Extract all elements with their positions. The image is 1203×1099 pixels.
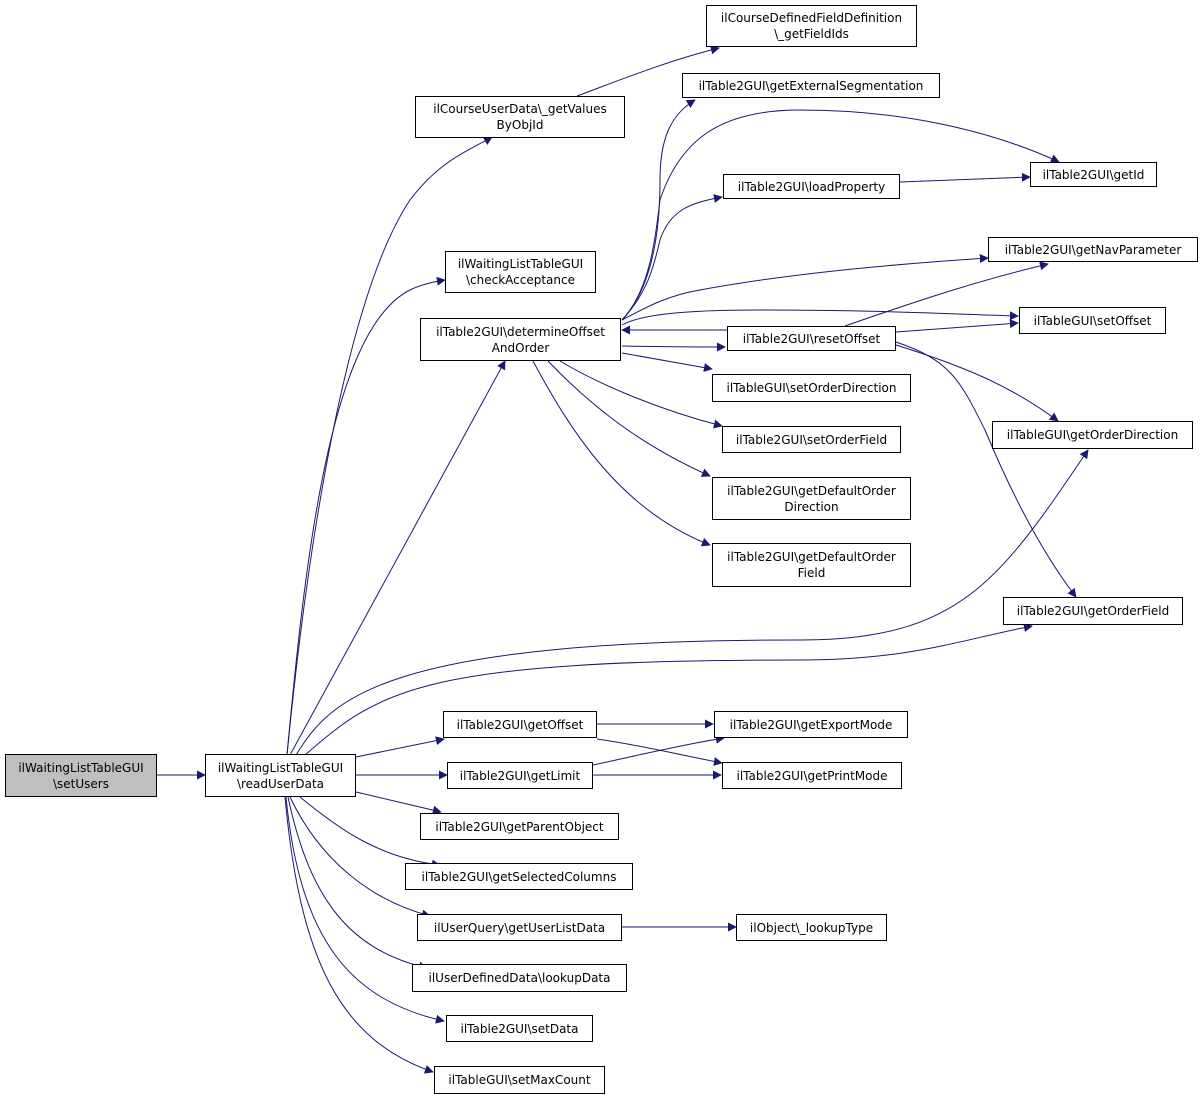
node-label-line: ilObject\_lookupType bbox=[749, 920, 874, 935]
node-label-line: ilWaitingListTableGUI bbox=[457, 257, 584, 271]
node-lookupType[interactable]: ilObject\_lookupType bbox=[736, 914, 887, 941]
node-getSelectedColumns[interactable]: ilTable2GUI\getSelectedColumns bbox=[405, 863, 633, 890]
node-label-line: \setUsers bbox=[53, 776, 109, 791]
node-label-line: \checkAcceptance bbox=[465, 273, 575, 287]
node-label-line: ilTable2GUI\getExternalSegmentation bbox=[698, 78, 924, 93]
edge-resetOffset-getNavParameter bbox=[844, 261, 1049, 327]
node-label-line: ilTable2GUI\getPrintMode bbox=[736, 768, 888, 783]
node-getExportMode[interactable]: ilTable2GUI\getExportMode bbox=[714, 711, 908, 738]
node-getFieldIds[interactable]: ilCourseDefinedFieldDefinition \_getFiel… bbox=[706, 5, 917, 47]
edge-determineOffsetAndOrder-setOffset bbox=[621, 309, 1019, 326]
edge-determineOffsetAndOrder-getNavParameter bbox=[621, 254, 989, 321]
edge-determineOffsetAndOrder-setOrderDirection bbox=[621, 352, 713, 373]
node-lookupData[interactable]: ilUserDefinedData\lookupData bbox=[412, 964, 627, 992]
node-label-line: ilCourseDefinedFieldDefinition bbox=[720, 11, 903, 25]
node-getExternalSegmentation[interactable]: ilTable2GUI\getExternalSegmentation bbox=[682, 73, 940, 98]
edge-readUserData-getParentObject bbox=[355, 791, 442, 815]
node-setUsers[interactable]: ilWaitingListTableGUI \setUsers bbox=[5, 754, 157, 797]
node-label-line: ilTableGUI\setMaxCount bbox=[448, 1073, 591, 1087]
node-getOffset[interactable]: ilTable2GUI\getOffset bbox=[443, 711, 597, 738]
node-label-line: ilUserQuery\getUserListData bbox=[433, 920, 606, 935]
edge-readUserData-setMaxCount bbox=[284, 796, 434, 1074]
node-getDefaultOrderDirection[interactable]: ilTable2GUI\getDefaultOrder Direction bbox=[712, 477, 911, 520]
edge-readUserData-getOrderDirection bbox=[295, 449, 1089, 756]
node-checkAcceptance[interactable]: ilWaitingListTableGUI \checkAcceptance bbox=[445, 251, 596, 293]
node-setOrderDirection[interactable]: ilTableGUI\setOrderDirection bbox=[712, 374, 911, 402]
node-getValuesByObjId[interactable]: ilCourseUserData\_getValues ByObjId bbox=[415, 96, 625, 138]
node-label-line: \_getFieldIds bbox=[774, 27, 849, 41]
node-label-line: ilTable2GUI\loadProperty bbox=[737, 179, 886, 194]
node-label-line: AndOrder bbox=[491, 340, 550, 355]
node-loadProperty[interactable]: ilTable2GUI\loadProperty bbox=[723, 174, 900, 199]
node-getId[interactable]: ilTable2GUI\getId bbox=[1030, 162, 1157, 187]
node-getDefaultOrderField[interactable]: ilTable2GUI\getDefaultOrder Field bbox=[712, 543, 911, 587]
edge-getLimit-getExportMode bbox=[592, 734, 725, 766]
node-getPrintMode[interactable]: ilTable2GUI\getPrintMode bbox=[722, 762, 902, 789]
node-resetOffset[interactable]: ilTable2GUI\resetOffset bbox=[727, 326, 896, 351]
edge-resetOffset-setOffset bbox=[895, 319, 1019, 333]
node-readUserData[interactable]: ilWaitingListTableGUI \readUserData bbox=[205, 754, 356, 797]
node-label-line: \readUserData bbox=[236, 776, 325, 791]
edge-readUserData-checkAcceptance bbox=[286, 276, 446, 756]
node-label-line: Field bbox=[797, 566, 826, 580]
edge-determineOffsetAndOrder-getExternalSegmentation bbox=[621, 99, 696, 321]
node-label-line: ilTable2GUI\getSelectedColumns bbox=[421, 869, 617, 884]
node-getLimit[interactable]: ilTable2GUI\getLimit bbox=[447, 762, 593, 789]
node-label-line: ilTable2GUI\getLimit bbox=[459, 768, 581, 783]
node-label-line: ilTableGUI\setOrderDirection bbox=[726, 381, 897, 395]
node-getOrderDirection[interactable]: ilTableGUI\getOrderDirection bbox=[992, 421, 1193, 449]
edge-readUserData-getSelectedColumns bbox=[299, 796, 441, 869]
edge-getOffset-getPrintMode bbox=[596, 738, 723, 766]
node-setMaxCount[interactable]: ilTableGUI\setMaxCount bbox=[434, 1066, 605, 1094]
node-getUserListData[interactable]: ilUserQuery\getUserListData bbox=[417, 914, 622, 941]
edge-determineOffsetAndOrder-setOrderField bbox=[559, 360, 723, 429]
edge-readUserData-lookupData bbox=[287, 796, 428, 971]
edge-resetOffset-getOrderDirection bbox=[895, 344, 1059, 422]
node-label-line: ilCourseUserData\_getValues bbox=[433, 102, 607, 116]
edge-readUserData-determineOffsetAndOrder bbox=[289, 360, 506, 756]
edge-determineOffsetAndOrder-getId bbox=[621, 109, 1060, 321]
node-setOrderField[interactable]: ilTable2GUI\setOrderField bbox=[722, 426, 901, 453]
node-label-line: ByObjId bbox=[496, 118, 544, 132]
node-label-line: ilUserDefinedData\lookupData bbox=[428, 971, 611, 985]
edge-getValuesByObjId-getFieldIds bbox=[576, 45, 720, 97]
node-label-line: ilTable2GUI\getDefaultOrder bbox=[727, 550, 896, 564]
node-label-line: ilTable2GUI\setData bbox=[460, 1021, 579, 1036]
node-setData[interactable]: ilTable2GUI\setData bbox=[446, 1015, 593, 1042]
node-getOrderField[interactable]: ilTable2GUI\getOrderField bbox=[1003, 597, 1183, 625]
node-label-line: Direction bbox=[784, 499, 839, 514]
node-label-line: ilTable2GUI\setOrderField bbox=[735, 432, 888, 447]
node-label-line: ilTableGUI\setOffset bbox=[1033, 313, 1152, 328]
node-setOffset[interactable]: ilTableGUI\setOffset bbox=[1019, 307, 1166, 334]
edge-determineOffsetAndOrder-getDefaultOrderDirection bbox=[547, 360, 711, 477]
node-label-line: ilTableGUI\getOrderDirection bbox=[1006, 428, 1179, 442]
edge-readUserData-getOrderField bbox=[304, 623, 1033, 756]
edge-readUserData-getOffset bbox=[355, 736, 445, 758]
node-label-line: ilTable2GUI\getOrderField bbox=[1016, 604, 1170, 618]
node-label-line: ilTable2GUI\getDefaultOrder bbox=[727, 483, 896, 498]
node-label-line: ilTable2GUI\getId bbox=[1042, 167, 1145, 182]
edge-determineOffsetAndOrder-resetOffset bbox=[621, 342, 726, 352]
node-getNavParameter[interactable]: ilTable2GUI\getNavParameter bbox=[988, 237, 1198, 262]
edge-determineOffsetAndOrder-getDefaultOrderField bbox=[532, 360, 711, 547]
node-label-line: ilTable2GUI\getNavParameter bbox=[1004, 242, 1182, 257]
edge-resetOffset-getOrderField bbox=[895, 341, 1077, 598]
node-label-line: ilTable2GUI\resetOffset bbox=[742, 331, 881, 346]
edge-loadProperty-getId bbox=[899, 172, 1031, 183]
node-getParentObject[interactable]: ilTable2GUI\getParentObject bbox=[420, 813, 619, 840]
edge-determineOffsetAndOrder-loadProperty bbox=[621, 194, 723, 321]
edge-readUserData-getUserListData bbox=[289, 796, 431, 919]
node-label-line: ilTable2GUI\determineOffset bbox=[436, 324, 605, 339]
edge-readUserData-setData bbox=[285, 796, 445, 1024]
node-label-line: ilTable2GUI\getExportMode bbox=[729, 717, 893, 732]
node-label-line: ilWaitingListTableGUI bbox=[18, 760, 144, 775]
edge-readUserData-getValuesByObjId bbox=[286, 136, 493, 756]
node-determineOffsetAndOrder[interactable]: ilTable2GUI\determineOffset AndOrder bbox=[420, 318, 621, 361]
node-label-line: ilWaitingListTableGUI bbox=[217, 760, 344, 775]
node-label-line: ilTable2GUI\getOffset bbox=[456, 717, 584, 732]
node-label-line: ilTable2GUI\getParentObject bbox=[435, 819, 604, 834]
